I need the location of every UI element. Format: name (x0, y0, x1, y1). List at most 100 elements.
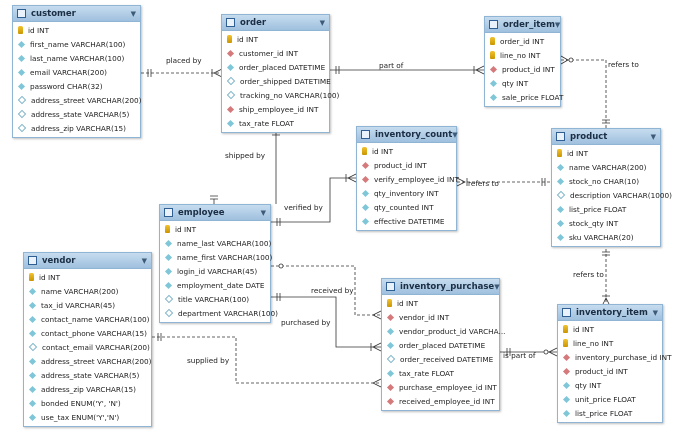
column-icon (17, 82, 26, 90)
field-row[interactable]: qty INT (558, 378, 662, 392)
field-row[interactable]: description VARCHAR(1000) (552, 188, 672, 202)
field-row[interactable]: address_state VARCHAR(5) (13, 107, 140, 121)
field-row[interactable]: use_tax ENUM('Y','N') (24, 410, 151, 424)
foreign-key-icon (386, 313, 395, 321)
field-row[interactable]: department VARCHAR(100) (160, 306, 278, 320)
field-row[interactable]: last_name VARCHAR(100) (13, 51, 140, 65)
field-row[interactable]: contact_email VARCHAR(200) (24, 340, 151, 354)
field-row[interactable]: id INT (24, 270, 151, 284)
field-row[interactable]: email VARCHAR(200) (13, 65, 140, 79)
field-row[interactable]: title VARCHAR(100) (160, 292, 270, 306)
field-row[interactable]: stock_qty INT (552, 216, 660, 230)
field-row[interactable]: name_last VARCHAR(100) (160, 236, 271, 250)
field-row[interactable]: ship_employee_id INT (222, 102, 329, 116)
entity-header[interactable]: vendor▼ (24, 253, 151, 269)
entity-header[interactable]: product▼ (552, 129, 660, 145)
field-label: effective DATETIME (374, 216, 445, 226)
field-row[interactable]: id INT (558, 322, 662, 336)
field-label: contact_phone VARCHAR(15) (41, 328, 147, 338)
field-row[interactable]: id INT (357, 144, 456, 158)
field-row[interactable]: id INT (160, 222, 270, 236)
collapse-arrow-icon[interactable]: ▼ (319, 18, 325, 27)
collapse-arrow-icon[interactable]: ▼ (650, 132, 656, 141)
table-icon (489, 20, 498, 29)
field-row[interactable]: purchase_employee_id INT (382, 380, 499, 394)
field-row[interactable]: sku VARCHAR(20) (552, 230, 660, 244)
field-row[interactable]: line_no INT (558, 336, 662, 350)
field-row[interactable]: verify_employee_id INT (357, 172, 459, 186)
field-row[interactable]: id INT (222, 32, 329, 46)
collapse-arrow-icon[interactable]: ▼ (554, 20, 561, 29)
field-row[interactable]: unit_price FLOAT (558, 392, 662, 406)
entity-header[interactable]: customer▼ (13, 6, 140, 22)
field-row[interactable]: contact_phone VARCHAR(15) (24, 326, 151, 340)
field-row[interactable]: inventory_purchase_id INT (558, 350, 672, 364)
field-row[interactable]: vendor_id INT (382, 310, 499, 324)
field-row[interactable]: tax_id VARCHAR(45) (24, 298, 151, 312)
field-row[interactable]: sale_price FLOAT (485, 90, 563, 104)
field-row[interactable]: name_first VARCHAR(100) (160, 250, 272, 264)
column-icon (28, 357, 37, 365)
field-row[interactable]: password CHAR(32) (13, 79, 140, 93)
field-row[interactable]: address_street VARCHAR(200) (24, 354, 151, 368)
field-row[interactable]: tax_rate FLOAT (382, 366, 499, 380)
field-row[interactable]: list_price FLOAT (552, 202, 660, 216)
field-row[interactable]: name VARCHAR(200) (552, 160, 660, 174)
entity-header[interactable]: employee▼ (160, 205, 270, 221)
collapse-arrow-icon[interactable]: ▼ (652, 308, 658, 317)
field-row[interactable]: bonded ENUM('Y', 'N') (24, 396, 151, 410)
field-row[interactable]: qty_counted INT (357, 200, 456, 214)
field-row[interactable]: order_received DATETIME (382, 352, 499, 366)
field-row[interactable]: contact_name VARCHAR(100) (24, 312, 151, 326)
field-row[interactable]: order_placed DATETIME (222, 60, 329, 74)
field-row[interactable]: order_shipped DATETIME (222, 74, 331, 88)
field-row[interactable]: product_id INT (558, 364, 662, 378)
field-row[interactable]: address_zip VARCHAR(15) (24, 382, 151, 396)
field-row[interactable]: customer_id INT (222, 46, 329, 60)
entity-header[interactable]: inventory_item▼ (558, 305, 662, 321)
field-row[interactable]: address_street VARCHAR(200) (13, 93, 141, 107)
collapse-arrow-icon[interactable]: ▼ (452, 130, 458, 139)
field-row[interactable]: order_placed DATETIME (382, 338, 499, 352)
field-row[interactable]: list_price FLOAT (558, 406, 662, 420)
field-row[interactable]: qty_inventory INT (357, 186, 456, 200)
field-row[interactable]: login_id VARCHAR(45) (160, 264, 270, 278)
field-row[interactable]: qty INT (485, 76, 560, 90)
entity-header[interactable]: inventory_count▼ (357, 127, 458, 143)
field-row[interactable]: product_id INT (357, 158, 456, 172)
field-row[interactable]: tax_rate FLOAT (222, 116, 329, 130)
field-row[interactable]: vendor_product_id VARCHA... (382, 324, 506, 338)
collapse-arrow-icon[interactable]: ▼ (141, 256, 147, 265)
entity-header[interactable]: order_item▼ (485, 17, 560, 33)
field-row[interactable]: product_id INT (485, 62, 560, 76)
field-row[interactable]: tracking_no VARCHAR(100) (222, 88, 339, 102)
field-row[interactable]: name VARCHAR(200) (24, 284, 151, 298)
field-row[interactable]: id INT (382, 296, 499, 310)
field-row[interactable]: address_state VARCHAR(5) (24, 368, 151, 382)
collapse-arrow-icon[interactable]: ▼ (260, 208, 266, 217)
field-row[interactable]: employment_date DATE (160, 278, 270, 292)
field-row[interactable]: effective DATETIME (357, 214, 456, 228)
field-row[interactable]: line_no INT (485, 48, 560, 62)
field-row[interactable]: received_employee_id INT (382, 394, 499, 408)
field-row[interactable]: first_name VARCHAR(100) (13, 37, 140, 51)
entity-header[interactable]: order▼ (222, 15, 329, 31)
entity-header[interactable]: inventory_purchase▼ (382, 279, 500, 295)
field-row[interactable]: address_zip VARCHAR(15) (13, 121, 140, 135)
field-row[interactable]: id INT (552, 146, 660, 160)
collapse-arrow-icon[interactable]: ▼ (130, 9, 136, 18)
field-row[interactable]: stock_no CHAR(10) (552, 174, 660, 188)
collapse-arrow-icon[interactable]: ▼ (494, 282, 500, 291)
rel-marker-refers-to-1-many (560, 55, 569, 65)
field-row[interactable]: id INT (13, 23, 140, 37)
field-row[interactable]: order_id INT (485, 34, 560, 48)
